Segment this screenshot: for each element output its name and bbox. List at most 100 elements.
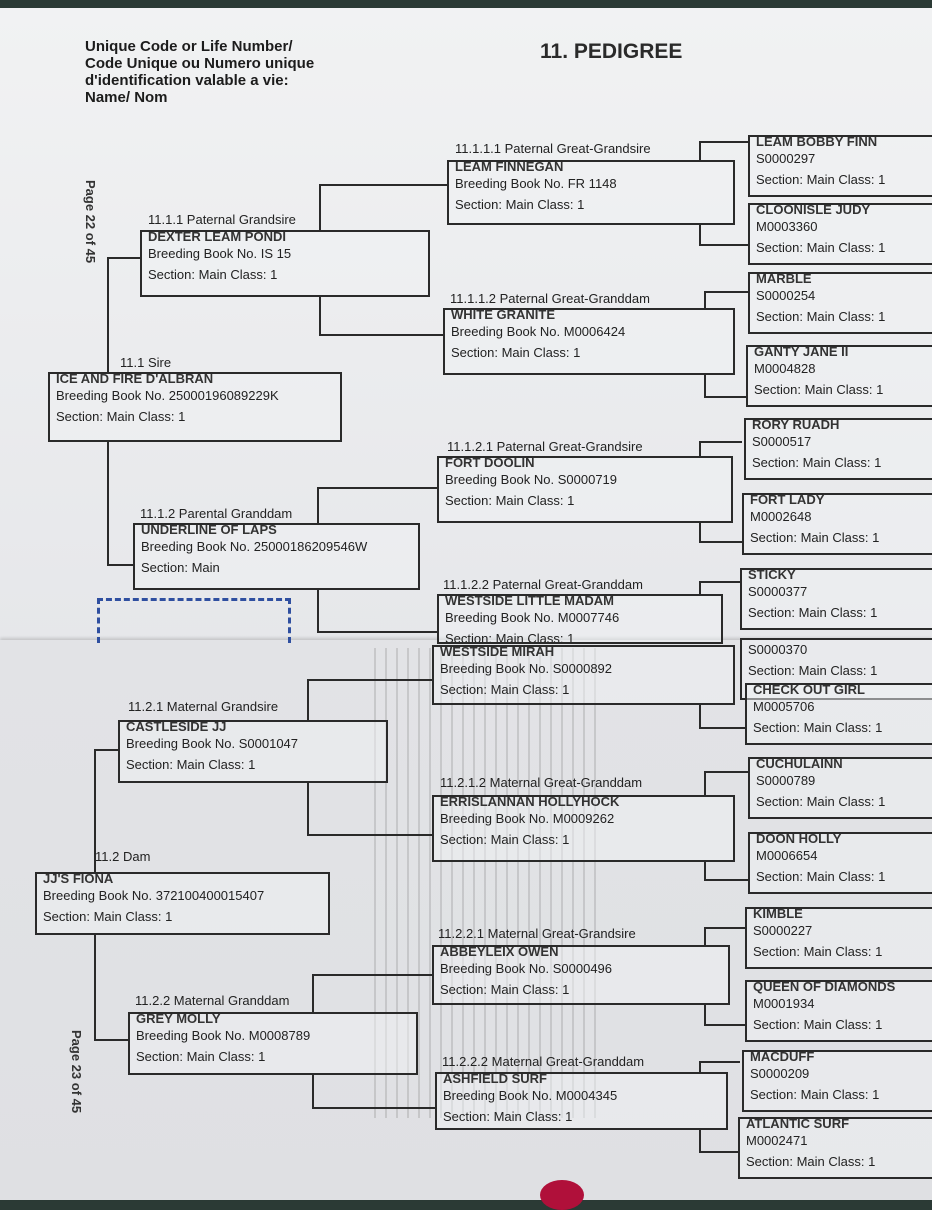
- animal-name: ATLANTIC SURF: [746, 1117, 850, 1131]
- breeding-book-number: Breeding Book No. S0000892: [440, 661, 613, 676]
- section-class: Section: Main Class: 1: [443, 1109, 573, 1124]
- animal-name: FORT DOOLIN: [445, 456, 535, 470]
- registration-number: S0000297: [756, 151, 816, 166]
- section-class: Section: Main Class: 1: [754, 382, 884, 397]
- registration-number: S0000254: [756, 288, 816, 303]
- breeding-book-number: Breeding Book No. S0000719: [445, 472, 618, 487]
- section-class: Section: Main Class: 1: [43, 909, 173, 924]
- section-class: Section: Main Class: 1: [440, 982, 570, 997]
- animal-name: WESTSIDE LITTLE MADAM: [445, 594, 614, 608]
- section-class: Section: Main Class: 1: [746, 1154, 876, 1169]
- animal-name: CASTLESIDE JJ: [126, 720, 227, 734]
- pedigree-position-label: 11.1.2 Parental Granddam: [140, 506, 293, 521]
- registration-number: S0000789: [756, 773, 816, 788]
- animal-name: ASHFIELD SURF: [443, 1072, 547, 1086]
- pedigree-position-label: 11.1.2.1 Paternal Great-Grandsire: [447, 439, 643, 454]
- animal-name: RORY RUADH: [752, 418, 840, 432]
- registration-number: M0001934: [753, 996, 815, 1011]
- section-class: Section: Main Class: 1: [148, 267, 278, 282]
- animal-name: MACDUFF: [750, 1050, 815, 1064]
- breeding-book-number: Breeding Book No. S0000496: [440, 961, 613, 976]
- animal-name: QUEEN OF DIAMONDS: [753, 980, 896, 994]
- animal-name: ICE AND FIRE D'ALBRAN: [56, 372, 214, 386]
- section-class: Section: Main Class: 1: [756, 869, 886, 884]
- stamp: [97, 598, 291, 643]
- breeding-book-number: Breeding Book No. 25000196089229K: [56, 388, 279, 403]
- pedigree-position-label: 11.2.1.2 Maternal Great-Granddam: [440, 775, 643, 790]
- section-class: Section: Main Class: 1: [753, 1017, 883, 1032]
- section-class: Section: Main Class: 1: [756, 172, 886, 187]
- breeding-book-number: Breeding Book No. M0009262: [440, 811, 615, 826]
- section-class: Section: Main Class: 1: [756, 794, 886, 809]
- breeding-book-number: Breeding Book No. FR 1148: [455, 176, 617, 191]
- section-class: Section: Main Class: 1: [750, 530, 880, 545]
- registration-number: M0002471: [746, 1133, 808, 1148]
- animal-name: CUCHULAINN: [756, 757, 843, 771]
- pedigree-entry-box: ICE AND FIRE D'ALBRAN Breeding Book No. 2…: [48, 372, 342, 442]
- section-class: Section: Main Class: 1: [445, 631, 575, 644]
- pedigree-position-label: 11.1 Sire: [120, 355, 172, 370]
- animal-name: KIMBLE: [753, 907, 803, 921]
- pedigree-position-label: 11.1.1 Paternal Grandsire: [148, 212, 296, 227]
- breeding-book-number: Breeding Book No. M0006424: [451, 324, 626, 339]
- push-pin: [540, 1180, 584, 1210]
- registration-number: S0000227: [753, 923, 813, 938]
- animal-name: MARBLE: [756, 272, 812, 286]
- pedigree-entry-box: DEXTER LEAM PONDI Breeding Book No. IS 15…: [140, 230, 430, 297]
- section-class: Section: Main Class: 1: [451, 345, 581, 360]
- section-class: Section: Main Class: 1: [752, 455, 882, 470]
- registration-number: M0002648: [750, 509, 812, 524]
- animal-name: JJ'S FIONA: [43, 872, 114, 886]
- registration-number: S0000517: [752, 434, 812, 449]
- section-class: Section: Main Class: 1: [56, 409, 186, 424]
- breeding-book-number: Breeding Book No. IS 15: [148, 246, 292, 261]
- animal-name: DOON HOLLY: [756, 832, 842, 846]
- breeding-book-number: Breeding Book No. 372100400015407: [43, 888, 265, 903]
- registration-number: M0006654: [756, 848, 818, 863]
- pedigree-position-label: 11.2 Dam: [95, 849, 151, 864]
- section-class: Section: Main: [141, 560, 220, 575]
- section-class: Section: Main Class: 1: [136, 1049, 266, 1064]
- animal-name: GANTY JANE II: [754, 345, 849, 359]
- animal-name: FORT LADY: [750, 493, 825, 507]
- pedigree-entry-box: WESTSIDE MIRAH Breeding Book No. S0000892…: [432, 645, 735, 705]
- animal-name: LEAM FINNEGAN: [455, 160, 564, 174]
- section-class: Section: Main Class: 1: [440, 682, 570, 697]
- breeding-book-number: Breeding Book No. M0008789: [136, 1028, 311, 1043]
- animal-name: UNDERLINE OF LAPS: [141, 523, 277, 537]
- pedigree-position-label: 11.1.1.1 Paternal Great-Grandsire: [455, 141, 651, 156]
- code-label-fr1: Code Unique ou Numero unique: [85, 55, 315, 72]
- breeding-book-number: Breeding Book No. M0004345: [443, 1088, 618, 1103]
- animal-name: LEAM BOBBY FINN: [756, 135, 878, 149]
- pedigree-position-label: 11.1.2.2 Paternal Great-Granddam: [443, 577, 643, 592]
- registration-number: M0004828: [754, 361, 816, 376]
- animal-name: DEXTER LEAM PONDI: [148, 230, 286, 244]
- animal-name: WESTSIDE MIRAH: [440, 645, 555, 659]
- pedigree-position-label: 11.2.2.1 Maternal Great-Grandsire: [438, 926, 636, 941]
- section-class: Section: Main Class: 1: [126, 757, 256, 772]
- section-class: Section: Main Class: 1: [756, 240, 886, 255]
- registration-number: M0003360: [756, 219, 818, 234]
- section-class: Section: Main Class: 1: [750, 1087, 880, 1102]
- section-class: Section: Main Class: 1: [753, 944, 883, 959]
- registration-number: S0000209: [750, 1066, 810, 1081]
